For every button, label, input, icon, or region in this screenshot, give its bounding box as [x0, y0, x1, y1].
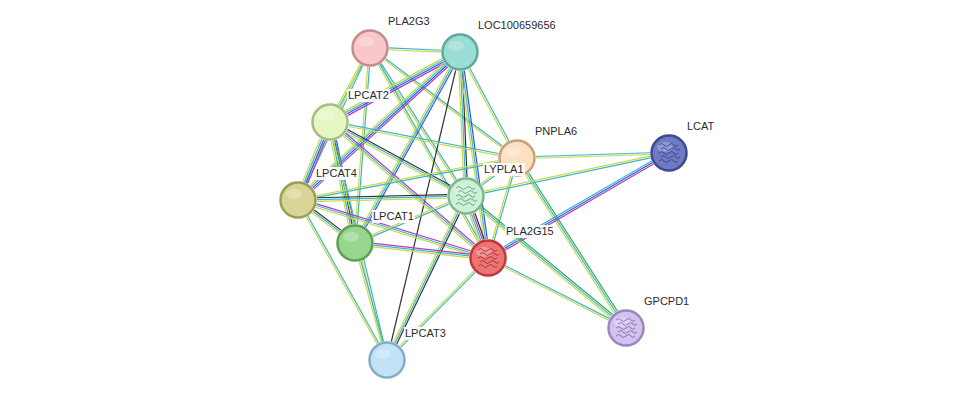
protein-node: LYPLA1 — [447, 177, 485, 215]
evidence-line — [505, 164, 653, 250]
node-circle — [447, 177, 485, 215]
evidence-line — [470, 215, 479, 241]
node-circle — [279, 181, 317, 219]
evidence-line — [504, 163, 652, 249]
protein-label: LCAT — [686, 120, 715, 133]
evidence-line — [348, 130, 451, 186]
node-circle — [336, 224, 374, 262]
protein-label: GPCPD1 — [643, 295, 690, 308]
interaction-edge — [359, 261, 383, 342]
protein-label: LPCAT4 — [315, 167, 358, 180]
evidence-line — [372, 203, 448, 235]
interaction-edge — [394, 212, 460, 343]
node-circle — [368, 341, 406, 379]
protein-label: LPCAT3 — [404, 327, 447, 340]
evidence-line — [308, 216, 379, 343]
node-circle — [607, 309, 645, 347]
protein-node: LPCAT1 — [336, 224, 374, 262]
protein-node: LPCAT2 — [311, 103, 349, 141]
interaction-edge — [505, 266, 610, 320]
evidence-line — [526, 175, 614, 313]
evidence-line — [472, 214, 481, 240]
protein-node: LOC100659656 — [441, 33, 479, 71]
interaction-edge — [317, 195, 447, 202]
interaction-edge — [400, 271, 476, 347]
node-circle — [441, 33, 479, 71]
evidence-line — [310, 63, 444, 185]
protein-label: PLA2G3 — [387, 15, 431, 28]
evidence-line — [395, 213, 458, 343]
evidence-line — [313, 211, 340, 231]
interaction-edge — [526, 173, 618, 313]
protein-label: LOC100659656 — [477, 19, 557, 32]
evidence-line — [468, 69, 507, 142]
evidence-line — [400, 271, 474, 346]
evidence-line — [374, 247, 469, 258]
protein-node: PLA2G15 — [469, 239, 507, 277]
interaction-edge — [310, 63, 448, 189]
node-circle — [469, 239, 507, 277]
evidence-line — [349, 125, 499, 154]
interaction-edge — [389, 48, 441, 52]
interaction-edge — [380, 63, 457, 180]
evidence-line — [311, 64, 445, 186]
interaction-edge — [470, 213, 484, 241]
evidence-line — [348, 126, 498, 155]
protein-node: LPCAT4 — [279, 181, 317, 219]
protein-node: GPCPD1 — [607, 309, 645, 347]
evidence-line — [527, 174, 615, 312]
evidence-line — [347, 62, 444, 114]
evidence-line — [361, 261, 383, 341]
evidence-line — [313, 65, 447, 187]
evidence-line — [505, 266, 609, 319]
evidence-line — [317, 198, 447, 201]
evidence-line — [346, 60, 443, 112]
protein-node: LCAT — [650, 134, 688, 172]
protein-label: LYPLA1 — [483, 163, 525, 176]
protein-node: LPCAT3 — [368, 341, 406, 379]
protein-label: PLA2G15 — [505, 225, 555, 238]
interaction-edge — [536, 153, 650, 159]
evidence-line — [314, 210, 341, 230]
interaction-edge — [306, 216, 378, 344]
evidence-line — [536, 155, 650, 159]
evidence-line — [401, 272, 475, 347]
evidence-line — [470, 68, 509, 141]
evidence-line — [374, 245, 469, 256]
evidence-line — [529, 173, 617, 311]
node-circle — [351, 29, 389, 67]
evidence-line — [359, 262, 381, 342]
protein-label: PNPLA6 — [534, 125, 578, 138]
node-circle — [311, 103, 349, 141]
interaction-edge — [374, 243, 470, 257]
evidence-line — [373, 204, 449, 236]
interaction-edge — [372, 203, 449, 237]
protein-label: LPCAT2 — [347, 89, 390, 102]
protein-node: PLA2G3 — [351, 29, 389, 67]
evidence-line — [381, 63, 456, 179]
evidence-line — [397, 214, 460, 344]
evidence-line — [389, 50, 441, 52]
node-circle — [650, 134, 688, 172]
interaction-edge — [348, 125, 498, 156]
interaction-edge — [468, 68, 509, 141]
protein-label: LPCAT1 — [372, 210, 415, 223]
evidence-line — [505, 267, 609, 320]
